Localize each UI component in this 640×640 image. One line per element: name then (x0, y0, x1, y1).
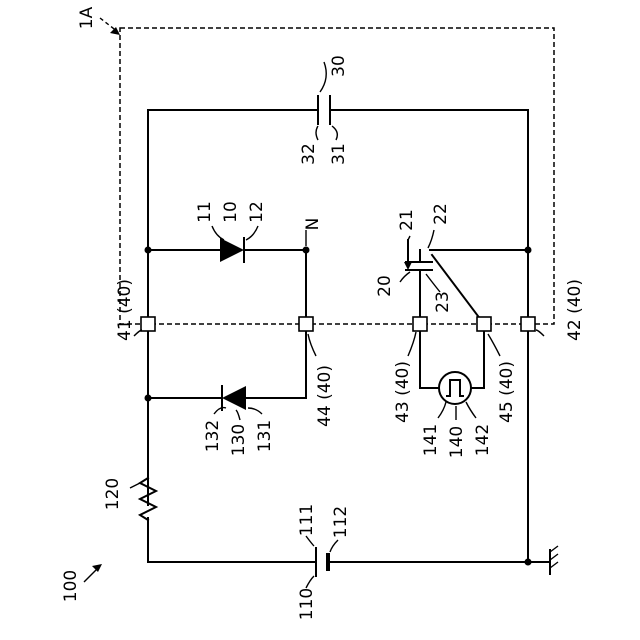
label-lower-diode-b: 131 (255, 420, 275, 452)
junction-dot (145, 395, 152, 402)
leader-line (306, 536, 314, 546)
module-pointer-arrow (110, 27, 120, 35)
label-transistor-a: 21 (397, 209, 417, 231)
leader-line (400, 272, 410, 282)
diode-icon (220, 238, 244, 262)
leader-line (306, 576, 314, 588)
junction-dot (525, 247, 532, 254)
ground-icon (528, 546, 558, 574)
label-pulse: 140 (447, 426, 467, 458)
leader-line (214, 408, 226, 414)
leader-line (488, 334, 500, 356)
label-terminal-45: 45 (40) (497, 361, 517, 423)
leader-line (308, 334, 316, 356)
pulse-source-icon (439, 372, 471, 404)
upper-branch-wire-2 (244, 250, 306, 324)
leader-line (236, 410, 240, 420)
label-terminal-41: 41 (40) (115, 279, 135, 341)
label-lower-diode-a: 132 (203, 420, 223, 452)
label-upper-diode: 10 (221, 201, 241, 223)
label-transistor-b: 22 (431, 203, 451, 225)
terminal-41 (141, 317, 155, 331)
label-terminal-42: 42 (40) (565, 279, 585, 341)
label-terminal-43: 43 (40) (393, 361, 413, 423)
terminal-45 (477, 317, 491, 331)
leader-line (408, 236, 410, 240)
battery-icon (316, 548, 330, 576)
label-node: N (303, 218, 323, 231)
top-wire-right (330, 110, 528, 324)
leader-line (246, 226, 258, 240)
label-battery-a: 111 (297, 504, 317, 536)
label-terminal-44: 44 (40) (315, 365, 335, 427)
leader-line (134, 330, 142, 336)
label-pulse-b: 142 (473, 424, 493, 456)
terminal-43 (413, 317, 427, 331)
leader-line (536, 330, 544, 336)
leader-arrow (92, 564, 102, 572)
label-system: 100 (61, 570, 81, 602)
leader-line (212, 226, 224, 240)
diode-icon (222, 386, 246, 410)
label-module: 1A (77, 6, 97, 29)
leader-line (426, 274, 440, 292)
leader-line (320, 62, 326, 92)
label-upper-diode-a: 11 (195, 201, 215, 223)
resistor-lower-wire (148, 518, 316, 562)
junction-dot (145, 247, 152, 254)
label-transistor-c: 23 (433, 291, 453, 313)
transistor-icon (404, 240, 432, 270)
leader-line (332, 126, 337, 140)
label-battery: 110 (297, 588, 317, 620)
label-capacitor-lead-a: 32 (299, 143, 319, 165)
label-capacitor: 30 (329, 55, 349, 77)
label-battery-b: 112 (331, 506, 351, 538)
leader-line (248, 408, 262, 414)
capacitor-icon (318, 96, 330, 124)
label-capacitor-lead-b: 31 (329, 143, 349, 165)
terminal-44 (299, 317, 313, 331)
leader-line (466, 402, 476, 418)
leader-line (438, 402, 446, 418)
label-lower-diode: 130 (229, 424, 249, 456)
leader-line (330, 540, 338, 552)
terminal-42 (521, 317, 535, 331)
pulse-wire-2 (470, 324, 484, 388)
leader-line (130, 482, 142, 488)
leader-line (408, 332, 416, 356)
label-transistor: 20 (375, 275, 395, 297)
junction-dot (303, 247, 310, 254)
pulse-wire (420, 324, 440, 388)
label-upper-diode-b: 12 (247, 201, 267, 223)
leader-line (428, 230, 434, 248)
lower-diode-wire-2 (246, 324, 306, 398)
label-pulse-a: 141 (421, 424, 441, 456)
leader-line (316, 126, 318, 140)
label-resistor: 120 (103, 478, 123, 510)
